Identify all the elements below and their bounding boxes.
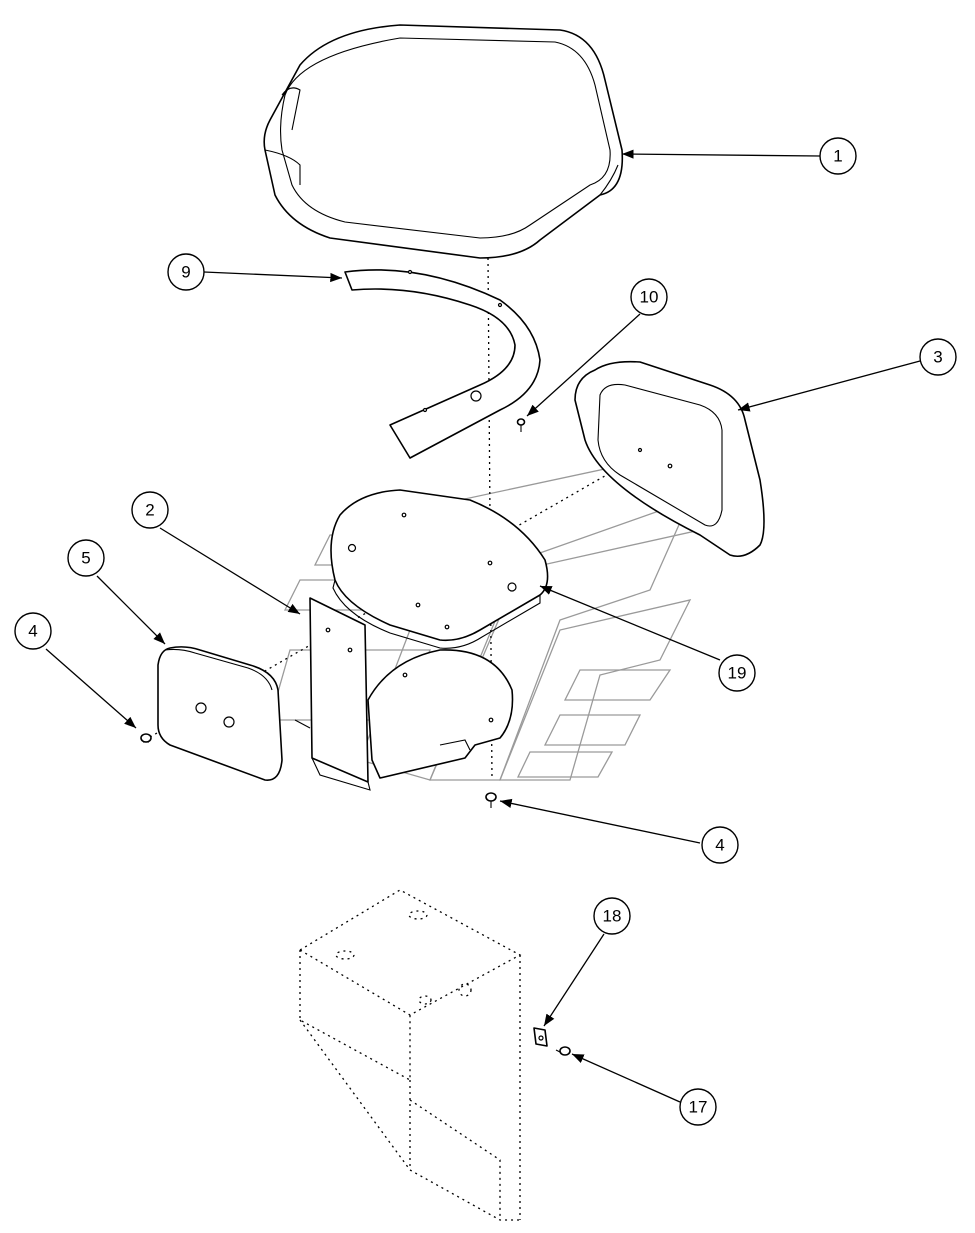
callout-label-10: 10 — [640, 288, 659, 307]
callout-balloon-5: 5 — [67, 539, 105, 577]
mounting-bracket-part — [294, 597, 514, 791]
leader-lines — [45, 149, 921, 1103]
backrest-part — [574, 360, 765, 558]
callout-balloon-3: 3 — [919, 338, 957, 376]
callout-label-18: 18 — [603, 907, 622, 926]
callout-balloon-1: 1 — [819, 137, 857, 175]
callout-balloon-4a: 4 — [14, 612, 52, 650]
clip-nut-part-18 — [533, 1027, 548, 1047]
screw-part-17 — [555, 1046, 571, 1056]
callout-label-3: 3 — [933, 348, 942, 367]
callout-label-2: 2 — [145, 501, 154, 520]
callout-balloon-17: 17 — [679, 1088, 717, 1126]
seat-pedestal-reference — [298, 889, 522, 1221]
callout-balloon-18: 18 — [593, 897, 631, 935]
callout-label-1: 1 — [833, 147, 842, 166]
callout-balloon-10: 10 — [630, 278, 668, 316]
callout-label-4b: 4 — [715, 836, 724, 855]
callout-balloon-9: 9 — [167, 253, 205, 291]
callout-balloon-4b: 4 — [701, 826, 739, 864]
screw-part-4-bottom — [485, 792, 497, 808]
seat-cushion-part — [263, 24, 624, 259]
callout-label-5: 5 — [81, 549, 90, 568]
screw-part-10 — [516, 418, 526, 432]
end-cap-part — [157, 646, 283, 781]
callout-label-19: 19 — [728, 664, 747, 683]
screw-part-4-left — [140, 733, 152, 743]
side-trim-part — [344, 269, 541, 459]
callout-label-9: 9 — [181, 263, 190, 282]
callout-balloon-2: 2 — [131, 491, 169, 529]
callout-balloon-19: 19 — [718, 654, 756, 692]
seat-pan-part — [330, 489, 549, 649]
callout-label-4a: 4 — [28, 622, 37, 641]
callout-label-17: 17 — [689, 1098, 708, 1117]
